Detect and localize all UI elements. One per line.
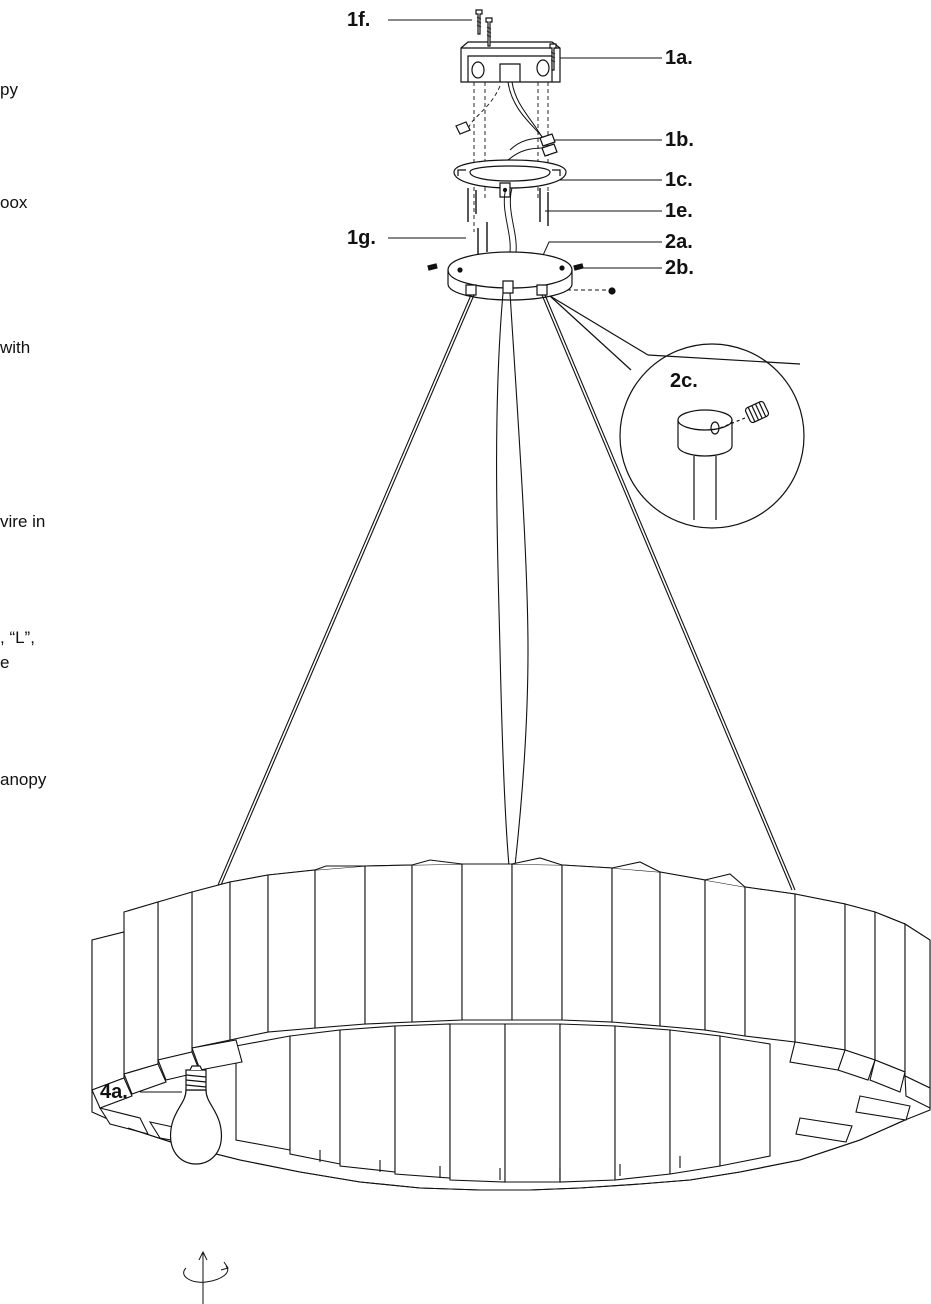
callout-2a: 2a. [665,231,693,253]
canopy [448,252,572,300]
instruction-fragment-5: , “L”, [0,628,35,647]
instruction-fragment-6: e [0,653,10,672]
callout-2b: 2b. [665,257,694,279]
callout-1g: 1g. [347,227,376,249]
power-cord [504,188,516,252]
wire-nut-icon [456,122,557,156]
instruction-fragment-4: vire in [0,512,46,531]
callout-1c: 1c. [665,169,693,191]
suspension-cables [215,293,795,892]
instruction-fragment-7: anopy [0,770,47,789]
set-screw-detail [550,296,804,528]
light-bulb-icon [140,1066,221,1164]
callout-2c: 2c. [670,370,698,392]
callout-1a: 1a. [665,47,693,69]
instruction-fragment-1: py [0,80,18,99]
callout-1f: 1f. [347,9,371,31]
callout-1b: 1b. [665,129,694,151]
junction-box [461,42,560,82]
callout-4a: 4a. [100,1081,128,1103]
canopy-screws [428,264,615,294]
mounting-screws [476,10,556,70]
rotate-arrow-icon [184,1252,228,1304]
mounting-rods [468,188,548,258]
callout-1e: 1e. [665,200,693,222]
pleated-shade [92,858,930,1190]
instruction-fragment-2: oox [0,193,28,212]
mounting-bracket [454,160,566,197]
instruction-fragment-3: with [0,338,31,357]
